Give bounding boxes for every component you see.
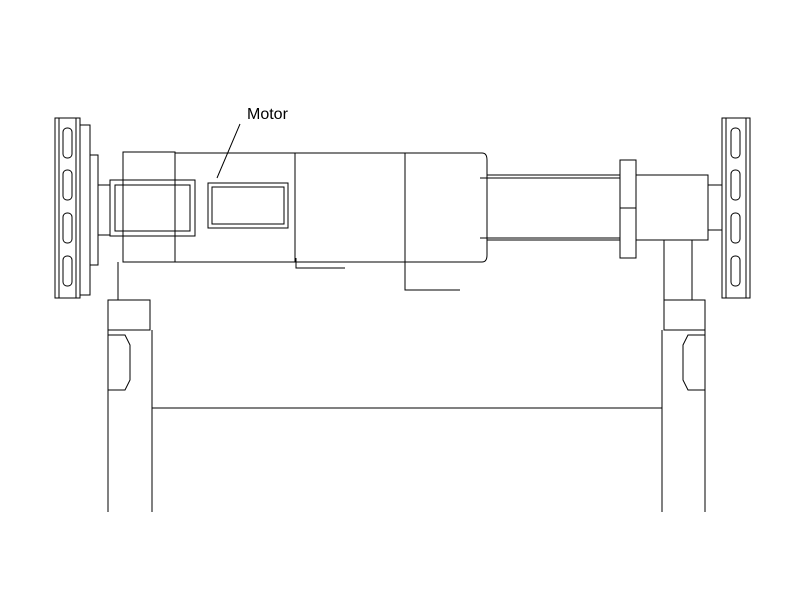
gearbox [109, 179, 196, 237]
wire-hooks [117, 240, 693, 300]
drive-shaft [480, 159, 723, 259]
motor-label: Motor [247, 106, 289, 123]
left-mounting-bracket [54, 117, 111, 299]
right-mounting-bracket [721, 117, 751, 299]
right-support-post [661, 299, 706, 512]
left-support-post [107, 299, 153, 512]
motor-leader-line [216, 123, 241, 179]
motor-body [122, 151, 488, 263]
